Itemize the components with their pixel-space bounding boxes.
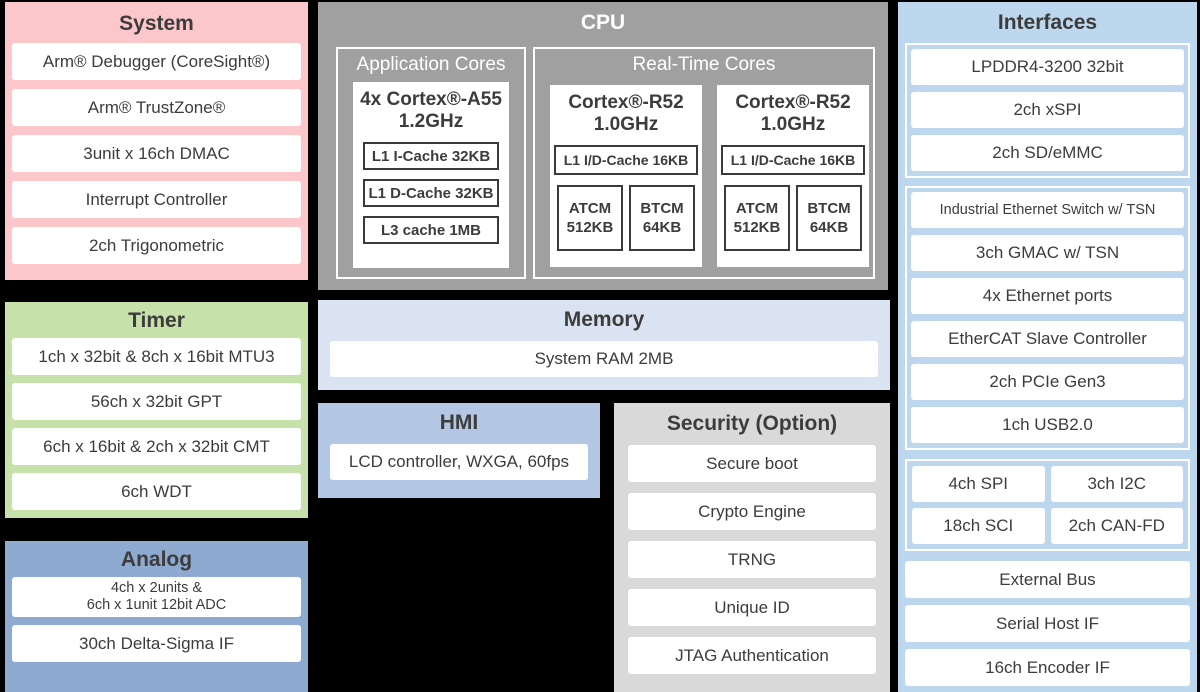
cortex-r52-core-box: Cortex®-R52 1.0GHz L1 I/D-Cache 16KB ATC…	[717, 85, 869, 267]
spec-item-jtag-auth: JTAG Authentication	[628, 637, 876, 674]
analog-title: Analog	[120, 548, 193, 571]
analog-panel: Analog 4ch x 2units & 6ch x 1unit 12bit …	[5, 541, 308, 692]
spec-item-pcie: 2ch PCIe Gen3	[911, 364, 1184, 400]
system-panel: System Arm® Debugger (CoreSight®) Arm® T…	[5, 2, 308, 280]
timer-title: Timer	[128, 309, 185, 332]
spec-item-crypto-engine: Crypto Engine	[628, 493, 876, 530]
spec-item-serial-host-if: Serial Host IF	[905, 605, 1190, 642]
atcm-box: ATCM 512KB	[724, 185, 790, 251]
spec-item-ethercat: EtherCAT Slave Controller	[911, 321, 1184, 357]
interfaces-serial-group: 4ch SPI 3ch I2C 18ch SCI 2ch CAN-FD	[905, 459, 1190, 551]
spec-item-wdt: 6ch WDT	[12, 473, 301, 510]
cortex-r52-core-box: Cortex®-R52 1.0GHz L1 I/D-Cache 16KB ATC…	[550, 85, 702, 267]
spec-item-i2c: 3ch I2C	[1050, 466, 1183, 502]
spec-item-encoder-if: 16ch Encoder IF	[905, 649, 1190, 686]
l1-id-cache-box: L1 I/D-Cache 16KB	[554, 145, 698, 175]
spec-item-industrial-ethernet-switch: Industrial Ethernet Switch w/ TSN	[911, 192, 1184, 228]
spec-item-can-fd: 2ch CAN-FD	[1050, 508, 1183, 544]
timer-panel: Timer 1ch x 32bit & 8ch x 16bit MTU3 56c…	[5, 302, 308, 518]
cortex-a55-core-box: 4x Cortex®-A55 1.2GHz L1 I-Cache 32KB L1…	[353, 82, 509, 268]
realtime-cores-title: Real-Time Cores	[632, 54, 776, 75]
spec-item-interrupt-controller: Interrupt Controller	[12, 181, 301, 218]
spec-item-spi: 4ch SPI	[912, 466, 1045, 502]
l1-dcache-box: L1 D-Cache 32KB	[363, 179, 499, 207]
btcm-box: BTCM 64KB	[629, 185, 695, 251]
interfaces-misc-items: External Bus Serial Host IF 16ch Encoder…	[905, 561, 1190, 686]
interfaces-title: Interfaces	[997, 11, 1098, 34]
spec-item-sci: 18ch SCI	[912, 508, 1045, 544]
analog-items: 4ch x 2units & 6ch x 1unit 12bit ADC 30c…	[5, 577, 308, 662]
realtime-cores-panel: Real-Time Cores Cortex®-R52 1.0GHz L1 I/…	[533, 47, 875, 279]
spec-item-delta-sigma: 30ch Delta-Sigma IF	[12, 625, 301, 662]
spec-item-lpddr4: LPDDR4-3200 32bit	[911, 49, 1184, 85]
spec-item-trustzone: Arm® TrustZone®	[12, 89, 301, 126]
spec-item-system-ram: System RAM 2MB	[330, 341, 878, 377]
security-panel: Security (Option) Secure boot Crypto Eng…	[614, 403, 890, 692]
interfaces-panel: Interfaces LPDDR4-3200 32bit 2ch xSPI 2c…	[898, 2, 1197, 692]
l1-icache-box: L1 I-Cache 32KB	[363, 142, 499, 170]
interfaces-memory-if-group: LPDDR4-3200 32bit 2ch xSPI 2ch SD/eMMC	[905, 43, 1190, 178]
tcm-row: ATCM 512KB BTCM 64KB	[717, 185, 869, 251]
l3-cache-box: L3 cache 1MB	[363, 216, 499, 244]
interfaces-network-group: Industrial Ethernet Switch w/ TSN 3ch GM…	[905, 186, 1190, 450]
application-cores-panel: Application Cores 4x Cortex®-A55 1.2GHz …	[336, 47, 526, 279]
spec-item-gpt: 56ch x 32bit GPT	[12, 383, 301, 420]
tcm-row: ATCM 512KB BTCM 64KB	[550, 185, 702, 251]
atcm-box: ATCM 512KB	[557, 185, 623, 251]
core-name: 4x Cortex®-A55	[360, 89, 502, 110]
spec-item-lcd-controller: LCD controller, WXGA, 60fps	[330, 444, 588, 480]
timer-items: 1ch x 32bit & 8ch x 16bit MTU3 56ch x 32…	[5, 338, 308, 510]
system-items: Arm® Debugger (CoreSight®) Arm® TrustZon…	[5, 43, 308, 264]
spec-item-mtu3: 1ch x 32bit & 8ch x 16bit MTU3	[12, 338, 301, 375]
spec-item-usb: 1ch USB2.0	[911, 407, 1184, 443]
core-frequency: 1.0GHz	[760, 114, 826, 135]
system-title: System	[119, 12, 194, 35]
memory-panel: Memory System RAM 2MB	[318, 300, 890, 390]
spec-item-external-bus: External Bus	[905, 561, 1190, 598]
spec-item-trigonometric: 2ch Trigonometric	[12, 227, 301, 264]
spec-item-dmac: 3unit x 16ch DMAC	[12, 135, 301, 172]
spec-item-sd-emmc: 2ch SD/eMMC	[911, 135, 1184, 171]
core-frequency: 1.2GHz	[398, 111, 464, 132]
btcm-box: BTCM 64KB	[796, 185, 862, 251]
core-frequency: 1.0GHz	[593, 114, 659, 135]
security-items: Secure boot Crypto Engine TRNG Unique ID…	[614, 445, 890, 674]
spec-item-secure-boot: Secure boot	[628, 445, 876, 482]
hmi-panel: HMI LCD controller, WXGA, 60fps	[318, 403, 600, 498]
l1-id-cache-box: L1 I/D-Cache 16KB	[721, 145, 865, 175]
cpu-panel: CPU Application Cores 4x Cortex®-A55 1.2…	[318, 2, 888, 290]
spec-item-ethernet-ports: 4x Ethernet ports	[911, 278, 1184, 314]
application-cores-title: Application Cores	[356, 54, 506, 75]
spec-item-trng: TRNG	[628, 541, 876, 578]
spec-item-adc: 4ch x 2units & 6ch x 1unit 12bit ADC	[12, 577, 301, 617]
security-title: Security (Option)	[666, 412, 838, 435]
spec-item-xspi: 2ch xSPI	[911, 92, 1184, 128]
spec-item-cmt: 6ch x 16bit & 2ch x 32bit CMT	[12, 428, 301, 465]
spec-item-unique-id: Unique ID	[628, 589, 876, 626]
spec-item-gmac: 3ch GMAC w/ TSN	[911, 235, 1184, 271]
spec-item-arm-debugger: Arm® Debugger (CoreSight®)	[12, 43, 301, 80]
core-name: Cortex®-R52	[568, 92, 684, 113]
core-name: Cortex®-R52	[735, 92, 851, 113]
cpu-title: CPU	[580, 11, 626, 34]
memory-title: Memory	[563, 308, 645, 331]
hmi-title: HMI	[439, 411, 479, 434]
